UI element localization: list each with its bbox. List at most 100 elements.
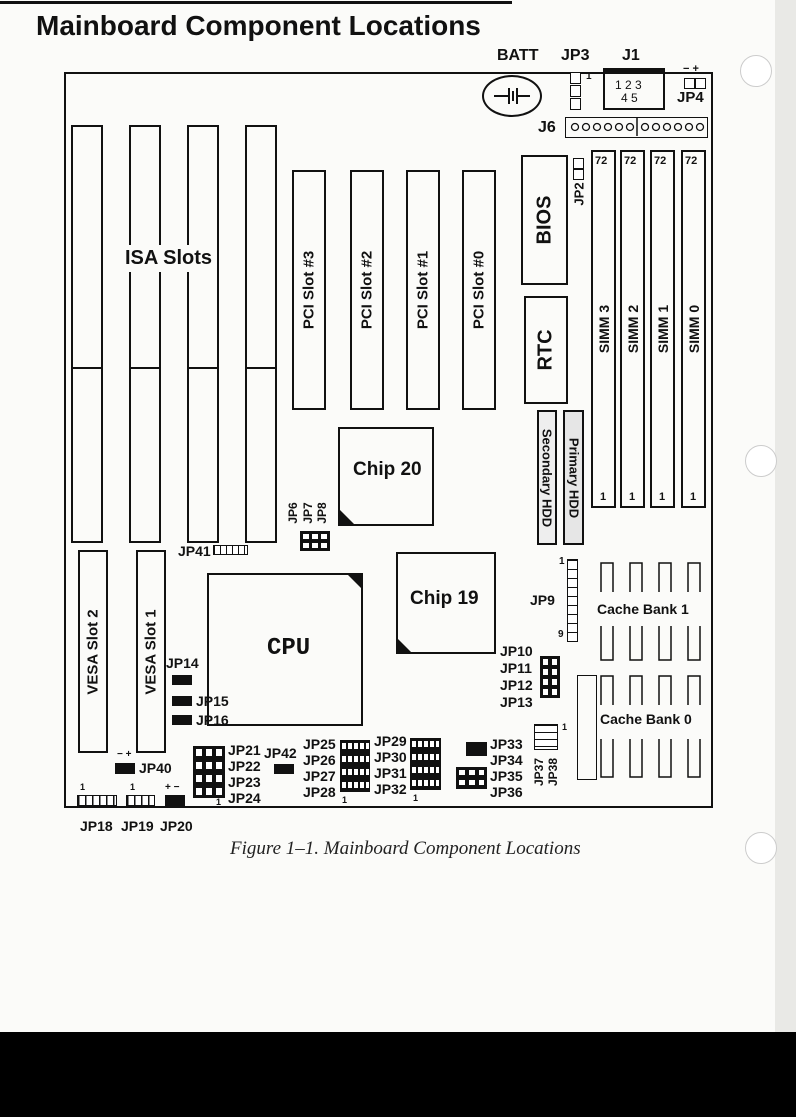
jp35-jp36-header	[456, 767, 487, 789]
jp30-label: JP30	[374, 749, 407, 765]
primary-hdd-connector: Primary HDD	[563, 410, 584, 545]
jp40-polarity: − +	[117, 749, 132, 760]
jp40-label: JP40	[139, 760, 172, 776]
cache-bank-1: Cache Bank 1	[597, 560, 709, 665]
jp20-label: JP20	[160, 818, 193, 834]
jp42-label: JP42	[264, 745, 297, 761]
jp29-label: JP29	[374, 733, 407, 749]
jp9-header	[567, 559, 578, 642]
jp4-label: JP4	[677, 89, 704, 106]
page-edge	[775, 0, 796, 1032]
jp6-jp8-header	[300, 531, 330, 551]
jp37-jp38-header	[534, 724, 558, 750]
jp20-polarity: + −	[165, 782, 180, 793]
simm-socket-2: 72 SIMM 2 1	[620, 150, 645, 508]
isa-slot	[71, 125, 103, 543]
batt-label: BATT	[497, 47, 539, 64]
jp38-label: JP38	[546, 757, 560, 787]
pci-slot-0: PCI Slot #0	[462, 170, 496, 410]
bios-chip: BIOS	[521, 155, 568, 285]
vesa-slot-1: VESA Slot 1	[136, 550, 166, 753]
jp18-label: JP18	[80, 818, 113, 834]
secondary-hdd-connector: Secondary HDD	[537, 410, 557, 545]
jp25-jp28-header	[340, 740, 370, 792]
jp8-label: JP8	[315, 502, 329, 524]
jp13-label: JP13	[500, 694, 533, 710]
simm-socket-1: 72 SIMM 1 1	[650, 150, 675, 508]
jp36-label: JP36	[490, 784, 523, 800]
jp11-label: JP11	[500, 660, 532, 676]
rtc-chip: RTC	[524, 296, 568, 404]
jp16-header	[172, 715, 192, 725]
jp26-label: JP26	[303, 752, 336, 768]
jp37-label: JP37	[532, 757, 546, 787]
jp7-label: JP7	[301, 502, 315, 524]
jp10-label: JP10	[500, 643, 533, 659]
isa-slot	[129, 125, 161, 543]
jp12-label: JP12	[500, 677, 533, 693]
pci-slot-2: PCI Slot #2	[350, 170, 384, 410]
cpu-socket: CPU	[207, 573, 363, 726]
simm-socket-0: 72 SIMM 0 1	[681, 150, 706, 508]
page-title: Mainboard Component Locations	[36, 10, 481, 41]
jp15-label: JP15	[196, 693, 229, 709]
jp20-header	[165, 795, 185, 806]
chip-19: Chip 19	[396, 552, 496, 654]
vesa-slot-2: VESA Slot 2	[78, 550, 108, 753]
jp31-label: JP31	[374, 765, 407, 781]
jp41-header	[213, 545, 248, 555]
jp33-label: JP33	[490, 736, 523, 752]
simm-socket-3: 72 SIMM 3 1	[591, 150, 616, 508]
jp21-jp24-header	[193, 746, 225, 798]
jp34-label: JP34	[490, 752, 523, 768]
pci-slot-3: PCI Slot #3	[292, 170, 326, 410]
jp19-header	[126, 795, 155, 806]
jp10-jp13-header	[540, 656, 560, 698]
jp35-label: JP35	[490, 768, 523, 784]
j1-connector: 1 2 3 4 5	[603, 68, 665, 110]
jp23-label: JP23	[228, 774, 261, 790]
jp3-pin1: 1	[586, 71, 592, 82]
battery-icon	[494, 88, 530, 104]
jp21-label: JP21	[228, 742, 261, 758]
jp29-jp32-header	[410, 738, 441, 790]
jp3-label: JP3	[561, 47, 590, 64]
jp19-label: JP19	[121, 818, 154, 834]
jp2-label: JP2	[571, 182, 587, 206]
mainboard-diagram	[64, 72, 713, 808]
isa-slots-label: ISA Slots	[122, 245, 216, 272]
cache-bank-0: Cache Bank 0	[597, 673, 709, 783]
jp3-header	[570, 72, 581, 110]
jp14-label: JP14	[166, 655, 199, 671]
binder-hole	[745, 445, 777, 477]
jp33-jp34-header	[466, 742, 487, 756]
jp4-header	[684, 78, 706, 89]
jp28-label: JP28	[303, 784, 336, 800]
tag-ram	[577, 675, 597, 780]
jp32-label: JP32	[374, 781, 407, 797]
jp2-header	[573, 158, 584, 180]
jp27-label: JP27	[303, 768, 336, 784]
chip-20: Chip 20	[338, 427, 434, 526]
pci-slot-1: PCI Slot #1	[406, 170, 440, 410]
jp41-label: JP41	[178, 543, 211, 559]
jp4-polarity: − +	[683, 63, 699, 75]
j6-connector	[565, 117, 708, 138]
jp16-label: JP16	[196, 712, 229, 728]
jp9-pin1: 1	[559, 556, 565, 567]
jp18-header	[77, 795, 117, 806]
jp25-label: JP25	[303, 736, 336, 752]
jp22-label: JP22	[228, 758, 261, 774]
isa-slot	[187, 125, 219, 543]
battery	[482, 75, 542, 117]
jp24-label: JP24	[228, 790, 261, 806]
j6-label: J6	[538, 119, 556, 136]
figure-caption: Figure 1–1. Mainboard Component Location…	[230, 838, 581, 859]
jp40-header	[115, 763, 135, 774]
jp42-header	[274, 764, 294, 774]
header-rule	[0, 1, 512, 4]
jp14-header	[172, 675, 192, 685]
isa-slot	[245, 125, 277, 543]
j1-label: J1	[622, 47, 640, 64]
jp9-label: JP9	[530, 592, 555, 608]
